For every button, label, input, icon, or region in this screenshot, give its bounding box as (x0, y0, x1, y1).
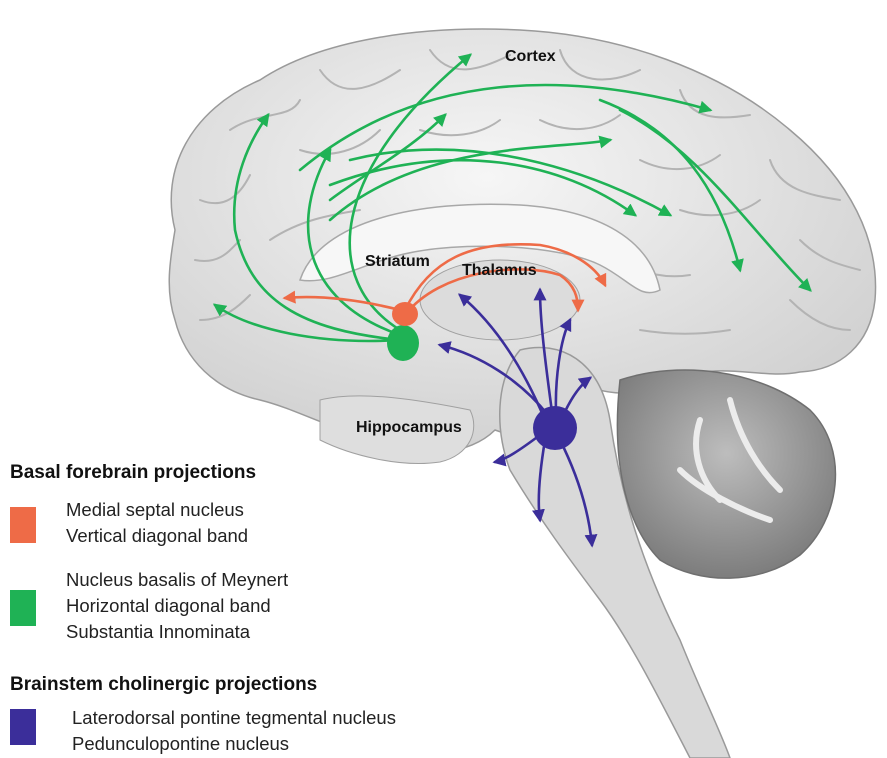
cortex-label: Cortex (505, 48, 556, 66)
thalamus-label: Thalamus (462, 262, 537, 280)
legend-swatch-blue (10, 709, 36, 745)
medial-septal-nucleus (392, 302, 418, 326)
legend-heading-brainstem: Brainstem cholinergic projections (10, 674, 317, 696)
legend-item-nucleus-basalis: Nucleus basalis of Meynert Horizontal di… (66, 567, 288, 645)
legend-item-medial-septal: Medial septal nucleus Vertical diagonal … (66, 497, 248, 549)
legend-line: Nucleus basalis of Meynert (66, 567, 288, 593)
legend-swatch-orange (10, 507, 36, 543)
legend-line: Substantia Innominata (66, 619, 288, 645)
legend-heading-basal-forebrain: Basal forebrain projections (10, 462, 256, 484)
legend-item-brainstem: Laterodorsal pontine tegmental nucleus P… (72, 705, 396, 757)
nbm-nucleus (387, 325, 419, 361)
legend-line: Medial septal nucleus (66, 497, 248, 523)
legend-swatch-green (10, 590, 36, 626)
legend-line: Horizontal diagonal band (66, 593, 288, 619)
hippocampus-label: Hippocampus (356, 419, 462, 437)
legend-line: Pedunculopontine nucleus (72, 731, 396, 757)
striatum-label: Striatum (365, 253, 430, 271)
legend-line: Laterodorsal pontine tegmental nucleus (72, 705, 396, 731)
legend-line: Vertical diagonal band (66, 523, 248, 549)
cerebellum (617, 370, 835, 578)
brainstem-nucleus (533, 406, 577, 450)
